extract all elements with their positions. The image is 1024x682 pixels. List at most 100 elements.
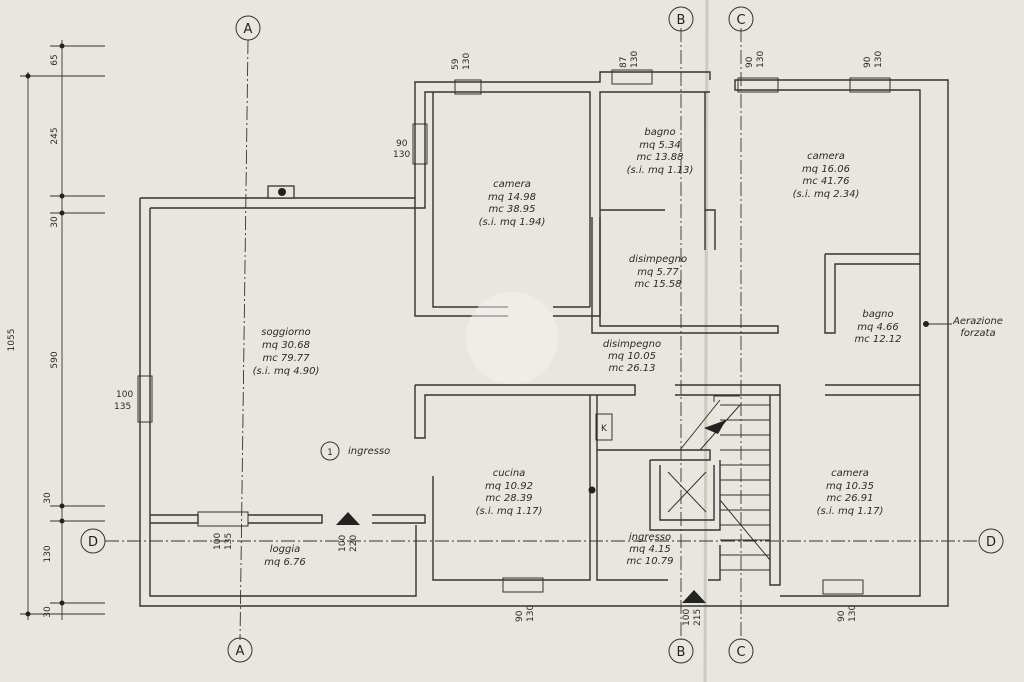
svg-text:90: 90: [396, 139, 408, 149]
dim-seg-4: 30: [43, 492, 53, 504]
axis-bubble-a-top: [235, 15, 261, 41]
axis-bubble-b-bottom: [668, 638, 694, 664]
left-dimension-chain: 1055 65 245 30 590 30 130 30: [7, 40, 105, 620]
svg-text:(s.i. mq 1.17): (s.i. mq 1.17): [817, 506, 884, 517]
svg-text:100: 100: [116, 390, 133, 400]
window-camera-nw: [454, 79, 482, 95]
axis-lines: [105, 28, 980, 641]
axis-label-b-top: B: [677, 13, 686, 28]
aerazione-note: Aerazione forzata: [929, 316, 1003, 339]
room-loggia: loggia mq 6.76: [264, 544, 306, 568]
window-camera-west: [412, 123, 428, 165]
svg-text:mc 26.13: mc 26.13: [608, 363, 655, 374]
axis-label-c-top: C: [736, 13, 745, 28]
axis-bubble-c-top: [728, 6, 754, 32]
svg-text:(s.i. mq 1.17): (s.i. mq 1.17): [476, 506, 543, 517]
svg-text:mc 10.79: mc 10.79: [626, 556, 673, 567]
svg-text:mq 4.66: mq 4.66: [857, 322, 899, 333]
svg-text:camera: camera: [831, 468, 869, 479]
svg-text:mc 26.91: mc 26.91: [826, 493, 873, 504]
svg-text:mq 10.05: mq 10.05: [608, 351, 656, 362]
svg-text:ingresso: ingresso: [629, 532, 671, 543]
svg-text:130: 130: [874, 51, 884, 68]
svg-text:130: 130: [848, 605, 858, 622]
axis-line-a: [239, 39, 249, 641]
stair: [667, 395, 771, 571]
axis-label-b-bottom: B: [677, 645, 686, 660]
room-bagno-e: bagno mq 4.66 mc 12.12: [854, 309, 901, 345]
room-disimpegno-2: disimpegno mq 10.05 mc 26.13: [603, 339, 661, 374]
svg-text:mq 14.98: mq 14.98: [488, 192, 536, 203]
svg-text:90: 90: [745, 56, 755, 68]
svg-text:soggiorno: soggiorno: [261, 327, 311, 338]
entry-marker-east: [682, 590, 706, 603]
opening-labels: 59 130 87 130 90 130 90 130 90 130 100 1…: [114, 51, 884, 626]
svg-text:135: 135: [114, 402, 131, 412]
svg-text:100: 100: [213, 533, 223, 550]
svg-text:loggia: loggia: [270, 544, 301, 555]
svg-text:bagno: bagno: [862, 309, 893, 320]
window-loggia: [197, 511, 249, 527]
svg-text:mq 5.77: mq 5.77: [637, 267, 679, 278]
svg-text:59: 59: [451, 58, 461, 70]
paper-fold: [703, 0, 709, 682]
svg-text:130: 130: [756, 51, 766, 68]
svg-text:(s.i. mq 1.94): (s.i. mq 1.94): [479, 217, 546, 228]
window-soggiorno: [137, 375, 153, 423]
flue-icon-cucina: [588, 486, 596, 494]
dim-seg-2: 30: [50, 216, 60, 228]
svg-text:(s.i. mq 4.90): (s.i. mq 4.90): [253, 366, 320, 377]
svg-text:90: 90: [515, 610, 525, 622]
svg-text:100: 100: [682, 609, 692, 626]
axis-bubble-d-right: [978, 528, 1004, 554]
svg-text:mq 5.34: mq 5.34: [639, 140, 681, 151]
window-cucina: [502, 577, 544, 593]
dim-total: 1055: [7, 329, 17, 352]
svg-text:camera: camera: [807, 151, 845, 162]
window-camera-ne-b: [849, 77, 891, 93]
axis-bubble-d-left: [80, 528, 106, 554]
dim-seg-3: 590: [50, 351, 60, 368]
axis-label-d-left: D: [88, 535, 98, 550]
axis-label-a-bottom: A: [236, 644, 245, 659]
room-bagno-n: bagno mq 5.34 mc 13.88 (s.i. mq 1.13): [627, 127, 694, 176]
axis-label-a-top: A: [244, 22, 253, 37]
svg-text:bagno: bagno: [644, 127, 675, 138]
svg-text:(s.i. mq 2.34): (s.i. mq 2.34): [793, 189, 860, 200]
svg-text:mc 41.76: mc 41.76: [802, 176, 849, 187]
room-disimpegno-1: disimpegno mq 5.77 mc 15.58: [629, 254, 687, 290]
svg-text:cucina: cucina: [493, 468, 526, 479]
dim-seg-6: 30: [43, 606, 53, 618]
k-box: [595, 413, 613, 441]
vent-icon: [923, 321, 929, 327]
svg-text:mc 15.58: mc 15.58: [634, 279, 681, 290]
svg-text:87: 87: [619, 57, 629, 68]
room-soggiorno: soggiorno mq 30.68 mc 79.77 (s.i. mq 4.9…: [253, 327, 320, 377]
axis-bubble-c-bottom: [728, 638, 754, 664]
axis-label-c-bottom: C: [736, 645, 745, 660]
svg-text:mq 10.92: mq 10.92: [485, 481, 533, 492]
svg-text:mq 6.76: mq 6.76: [264, 557, 306, 568]
walls: [139, 71, 949, 607]
svg-text:mq 30.68: mq 30.68: [262, 340, 310, 351]
svg-text:220: 220: [349, 535, 359, 552]
svg-text:mc 28.39: mc 28.39: [485, 493, 532, 504]
svg-text:215: 215: [693, 609, 703, 626]
svg-text:camera: camera: [493, 179, 531, 190]
svg-text:135: 135: [224, 533, 234, 550]
svg-text:mq 10.35: mq 10.35: [826, 481, 874, 492]
svg-text:130: 130: [462, 53, 472, 70]
window-camera-ne-a: [737, 77, 779, 93]
room-camera-nw: camera mq 14.98 mc 38.95 (s.i. mq 1.94): [479, 179, 546, 228]
svg-text:1: 1: [327, 448, 333, 458]
dim-seg-1: 245: [50, 127, 60, 144]
axis-bubble-a-bottom: [227, 637, 253, 663]
glare: [466, 292, 558, 384]
axis-bubble-b-top: [668, 6, 694, 32]
svg-text:130: 130: [393, 150, 410, 160]
svg-text:disimpegno: disimpegno: [603, 339, 661, 350]
k-label: K: [601, 424, 608, 434]
svg-text:90: 90: [863, 56, 873, 68]
svg-text:130: 130: [630, 51, 640, 68]
room-ingresso-1: 1 ingresso: [320, 441, 390, 461]
